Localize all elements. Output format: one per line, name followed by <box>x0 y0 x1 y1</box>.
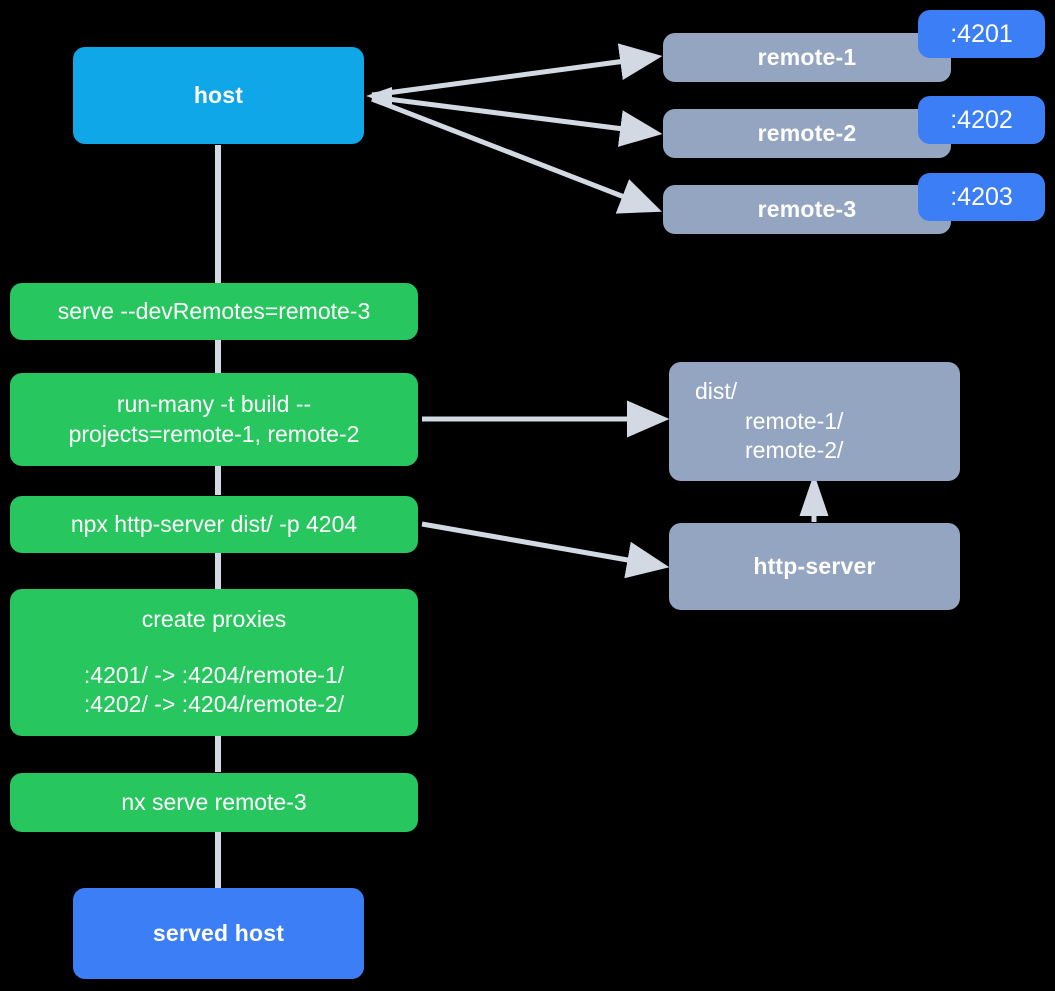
node-http-server-command[interactable]: npx http-server dist/ -p 4204 <box>10 496 418 553</box>
node-http-server[interactable]: http-server <box>669 523 960 610</box>
port-badge-remote-3-label: :4203 <box>950 182 1013 211</box>
node-create-proxies-title: create proxies <box>141 605 287 632</box>
edge-host-to-remote-2 <box>371 94 663 147</box>
node-host-label: host <box>193 81 244 108</box>
node-remote-2[interactable]: remote-2 <box>663 109 951 158</box>
dist-folder-line-2: remote-1/ <box>745 407 844 434</box>
edge-host-to-remote-1 <box>371 43 663 98</box>
edge-host-to-remote-3 <box>371 96 662 214</box>
dist-folder-line-1: dist/ <box>695 377 738 404</box>
dist-folder-tree: dist/ remote-1/ remote-2/ <box>669 377 960 467</box>
node-run-many-line-1: run-many -t build -- <box>116 390 312 417</box>
node-host[interactable]: host <box>73 47 364 144</box>
node-remote-1-label: remote-1 <box>757 43 857 70</box>
node-served-host-label: served host <box>152 919 285 946</box>
node-dist-folder[interactable]: dist/ remote-1/ remote-2/ <box>669 362 960 481</box>
node-run-many-line-2: projects=remote-1, remote-2 <box>68 420 360 447</box>
node-nx-serve-remote-3[interactable]: nx serve remote-3 <box>10 773 418 832</box>
node-http-server-label: http-server <box>753 552 876 579</box>
edge-host-arrowhead-in <box>366 87 392 105</box>
port-badge-remote-2-label: :4202 <box>950 105 1013 134</box>
edge-npx-to-http-server <box>421 521 670 579</box>
node-http-server-command-label: npx http-server dist/ -p 4204 <box>70 510 358 537</box>
node-served-host[interactable]: served host <box>73 888 364 979</box>
dist-folder-line-3: remote-2/ <box>745 437 844 464</box>
node-create-proxies-line-1: :4201/ -> :4204/remote-1/ <box>83 661 345 688</box>
node-serve-command[interactable]: serve --devRemotes=remote-3 <box>10 283 418 340</box>
port-badge-remote-1[interactable]: :4201 <box>918 10 1045 58</box>
port-badge-remote-2[interactable]: :4202 <box>918 96 1045 144</box>
port-badge-remote-3[interactable]: :4203 <box>918 173 1045 221</box>
node-remote-2-label: remote-2 <box>757 119 857 146</box>
node-remote-3[interactable]: remote-3 <box>663 185 951 234</box>
node-nx-serve-remote-3-label: nx serve remote-3 <box>121 788 307 815</box>
node-create-proxies[interactable]: create proxies :4201/ -> :4204/remote-1/… <box>10 589 418 736</box>
node-remote-1[interactable]: remote-1 <box>663 33 951 82</box>
node-create-proxies-line-2: :4202/ -> :4204/remote-2/ <box>83 691 345 718</box>
node-run-many-command[interactable]: run-many -t build -- projects=remote-1, … <box>10 373 418 466</box>
port-badge-remote-1-label: :4201 <box>950 19 1013 48</box>
node-serve-command-label: serve --devRemotes=remote-3 <box>57 297 371 324</box>
node-remote-3-label: remote-3 <box>757 195 857 222</box>
